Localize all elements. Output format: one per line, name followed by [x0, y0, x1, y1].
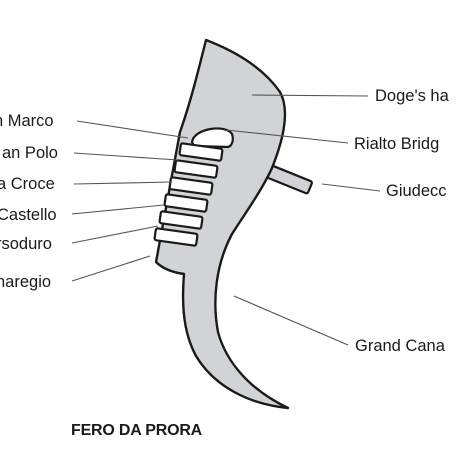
ferro-body — [154, 38, 290, 410]
label-cannaregio: naregio — [0, 273, 51, 291]
leader-grand-canal — [233, 295, 349, 346]
tooth-cannaregio — [158, 210, 204, 230]
leader-castello — [71, 204, 165, 215]
label-grand-canal: Grand Cana — [355, 337, 446, 355]
tooth-dorsoduro — [163, 193, 209, 213]
leader-rialto-bridge — [225, 129, 349, 144]
label-dorsoduro: rsoduro — [0, 235, 52, 253]
sestieri-teeth — [153, 142, 224, 247]
leader-doges-hat — [251, 94, 369, 97]
label-san-polo: an Polo — [2, 144, 58, 162]
leader-giudecca — [321, 183, 381, 192]
leader-dorsoduro — [71, 225, 159, 244]
tooth-castello — [168, 176, 214, 196]
rialto-bridge-arch — [190, 127, 234, 149]
tooth-sixth — [153, 227, 199, 247]
tooth-santa-croce — [173, 159, 219, 179]
leader-san-polo — [73, 152, 179, 161]
label-san-marco: n Marco — [0, 112, 54, 130]
diagram-title: FERO DA PRORA — [71, 422, 203, 439]
label-rialto-bridge: Rialto Bridg — [354, 135, 439, 153]
leader-santa-croce — [73, 181, 173, 185]
leader-san-marco — [76, 120, 189, 139]
tooth-san-polo — [178, 142, 224, 162]
label-giudecca: Giudecc — [386, 182, 447, 200]
leader-cannaregio — [71, 255, 151, 282]
label-santa-croce: a Croce — [0, 175, 55, 193]
label-doges-hat: Doge's ha — [375, 87, 450, 105]
label-castello: Castello — [0, 206, 57, 224]
